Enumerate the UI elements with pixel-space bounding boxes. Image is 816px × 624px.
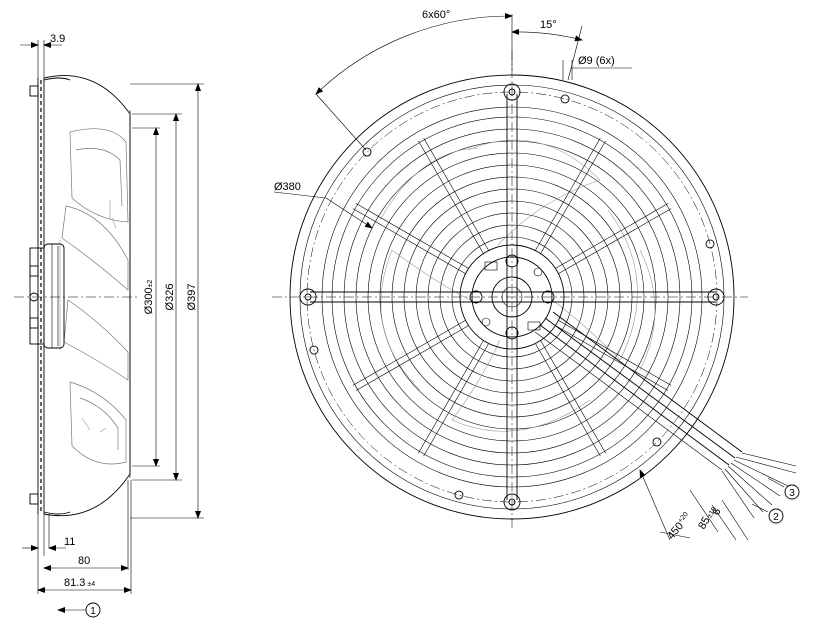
guard-rings [331, 116, 693, 478]
guard-ring [415, 200, 609, 394]
svg-text:81.3±4: 81.3±4 [64, 577, 95, 589]
callout-2-number: 2 [773, 512, 779, 523]
guard-ring [451, 236, 573, 358]
callout-1-number: 1 [90, 606, 96, 617]
front-view: 3 2 450+20 85±10 6 Ø380 6x60° 15° [272, 9, 800, 542]
holes-label: Ø9 (6x) [578, 55, 615, 67]
cable-bundle [534, 311, 797, 519]
guard-spoke [352, 208, 466, 274]
guard-spoke [535, 137, 601, 251]
guard-ring [427, 212, 597, 382]
guard-ring [367, 152, 657, 442]
mounting-hole [705, 239, 715, 249]
dia-397-label: Ø397 [186, 284, 198, 311]
guard-ring [403, 188, 621, 406]
guard-spoke [535, 343, 601, 457]
dim-85-tolerance: ±10 [706, 506, 718, 520]
mounting-hole [309, 345, 319, 355]
guard-ring [391, 176, 633, 418]
angle-6x60-label: 6x60° [422, 9, 450, 21]
dim-3-9-label: 3.9 [50, 33, 65, 45]
callout-3 [784, 484, 800, 500]
mounting-hole [652, 437, 662, 447]
dia-300-label: Ø300 [143, 287, 155, 314]
mounting-hole [454, 490, 464, 500]
svg-text:Ø300±2: Ø300±2 [143, 280, 155, 315]
guard-spoke [355, 203, 469, 269]
guard-spoke [423, 343, 489, 457]
guard-ring [439, 224, 585, 370]
dim-81-3-label: 81.3 [64, 577, 85, 589]
motor-hub [459, 244, 565, 350]
dim-85-label: 85 [696, 515, 713, 532]
dim-81-3-tolerance: ±4 [87, 581, 95, 588]
guard-spoke [418, 340, 484, 454]
callout-2 [768, 508, 784, 524]
guard-spoke [418, 140, 484, 254]
guard-spoke [555, 203, 669, 269]
guard-spokes [352, 137, 672, 457]
mounting-hole [560, 94, 570, 104]
dia-326-label: Ø326 [164, 284, 176, 311]
angle-15-label: 15° [540, 19, 557, 31]
callout-3-number: 3 [789, 488, 795, 499]
callout-1 [85, 602, 101, 618]
guard-spoke [558, 320, 672, 386]
dim-80-label: 80 [78, 555, 90, 567]
dim-450-tolerance: +20 [677, 511, 690, 525]
guard-ring [343, 128, 681, 466]
impeller-blades [379, 139, 656, 432]
guard-ring [331, 116, 693, 478]
guard-spoke [540, 140, 606, 254]
guard-spoke [540, 340, 606, 454]
svg-text:85±10: 85±10 [696, 504, 719, 532]
mounting-rails [299, 83, 725, 511]
guard-spoke [558, 208, 672, 274]
dia-380-label: Ø380 [274, 181, 301, 193]
svg-text:450+20: 450+20 [665, 511, 694, 542]
guard-ring [355, 140, 669, 454]
guard-spoke [355, 325, 469, 391]
side-view: Ø300±2 Ø326 Ø397 3.9 11 80 81.3±4 1 [14, 33, 204, 618]
dia-300-tolerance: ±2 [147, 280, 154, 288]
dim-6-label: 6 [710, 506, 723, 517]
mounting-hole [362, 147, 372, 157]
guard-spoke [352, 320, 466, 386]
guard-spoke [423, 137, 489, 251]
guard-spoke [555, 325, 669, 391]
guard-ring [379, 164, 645, 430]
mounting-holes [309, 94, 715, 500]
dim-11-label: 11 [64, 536, 75, 548]
